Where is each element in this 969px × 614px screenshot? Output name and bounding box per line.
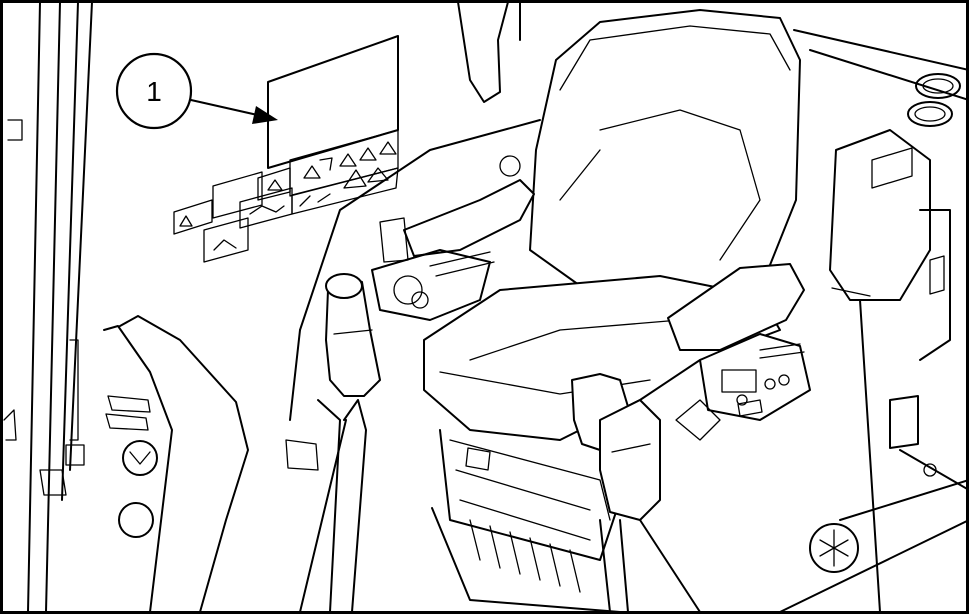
safety-decal-panel xyxy=(173,35,399,263)
left-joystick xyxy=(285,273,381,613)
cab-rear xyxy=(289,1,969,421)
callout-leader-line xyxy=(190,99,263,117)
right-armrest xyxy=(571,263,811,613)
callout-1: 1 xyxy=(115,52,278,130)
door-frame xyxy=(3,1,93,613)
callout-circle xyxy=(115,52,193,130)
left-console xyxy=(103,315,249,613)
callout-number: 1 xyxy=(146,76,162,107)
callout-arrowhead xyxy=(252,106,278,124)
right-console xyxy=(779,129,969,613)
left-armrest xyxy=(371,155,535,321)
